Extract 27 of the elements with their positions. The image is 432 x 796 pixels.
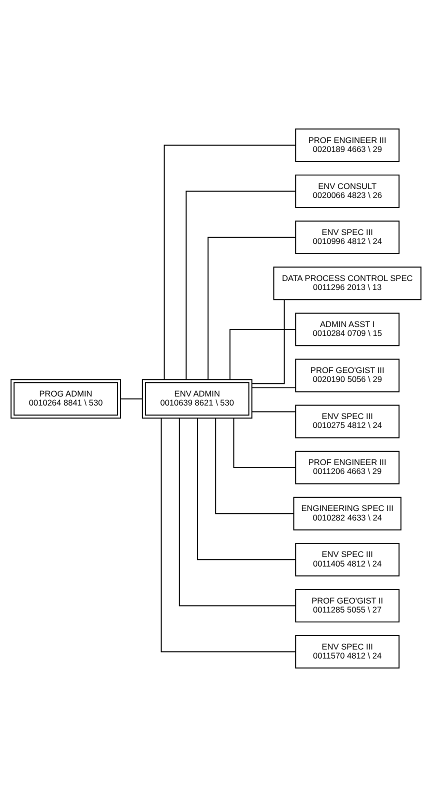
connector (208, 236, 296, 380)
connector (252, 386, 296, 388)
connector (178, 417, 296, 606)
connector (164, 144, 296, 380)
connector (233, 417, 296, 468)
node-box: ENV CONSULT 0020066 4823 \ 26 (295, 174, 400, 208)
node-box: PROF ENGINEER III 0020189 4663 \ 29 (295, 128, 400, 162)
node-box: ENV SPEC III 0011405 4812 \ 24 (295, 542, 400, 576)
node-box: PROG ADMIN 0010264 8841 \ 530 (10, 378, 121, 418)
node-box: ENV ADMIN 0010639 8621 \ 530 (142, 378, 252, 418)
connector (160, 417, 296, 652)
node-box: ENV SPEC III 0010996 4812 \ 24 (295, 220, 400, 254)
connector (252, 298, 285, 384)
connector (197, 417, 296, 560)
connector (229, 328, 296, 380)
connector (215, 417, 294, 514)
node-box: DATA PROCESS CONTROL SPEC 0011296 2013 \ 13 (273, 266, 422, 300)
node-box: PROF GEO'GIST II 0011285 5055 \ 27 (295, 588, 400, 622)
connector (120, 398, 143, 399)
node-box: ADMIN ASST I 0010284 0709 \ 15 (295, 312, 400, 346)
connector (252, 410, 296, 412)
node-box: ENV SPEC III 0010275 4812 \ 24 (295, 404, 400, 438)
node-box: ENGINEERING SPEC III 0010282 4633 \ 24 (293, 496, 402, 530)
node-box: ENV SPEC III 0011570 4812 \ 24 (295, 634, 400, 668)
node-box: PROF ENGINEER III 0011206 4663 \ 29 (295, 450, 400, 484)
connector (186, 190, 296, 380)
node-box: PROF GEO'GIST III 0020190 5056 \ 29 (295, 358, 400, 392)
